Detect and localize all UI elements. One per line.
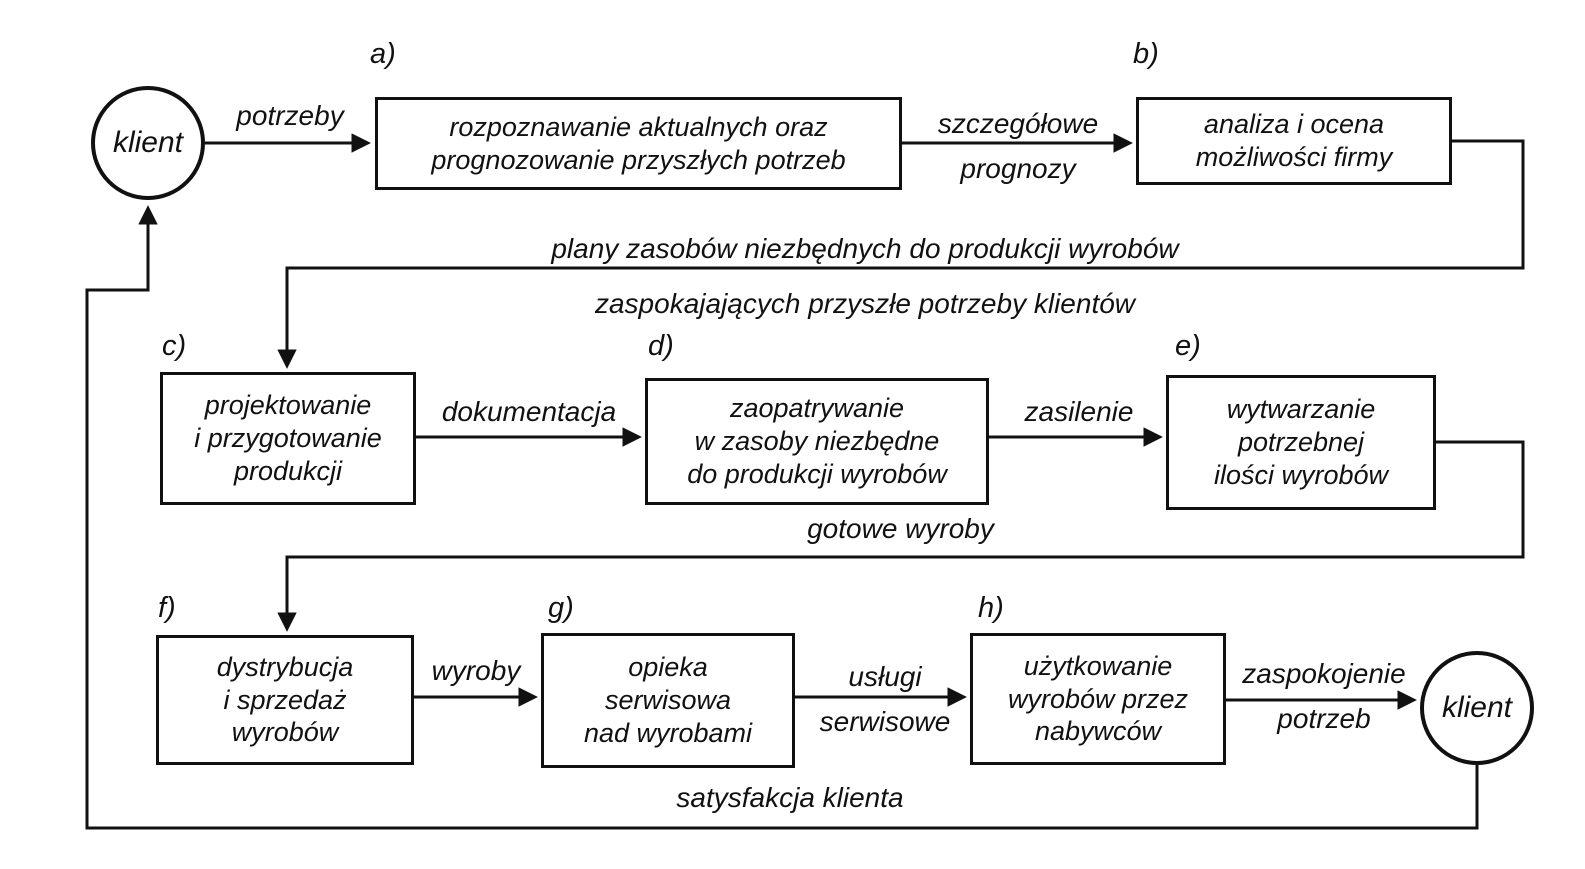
node-b-box: analiza i ocena możliwości firmy [1136,97,1452,185]
edge-label-szczegolowe-line1: szczegółowe [937,108,1099,139]
edge-label-satysfakcja-klienta: satysfakcja klienta [676,782,904,813]
edge-label-wyroby: wyroby [431,655,521,686]
node-b-line2: możliwości firmy [1195,142,1393,172]
node-f-line1: dystrybucja [216,651,354,682]
edge-satysfakcja-line [85,205,1479,830]
tag-d: d) [648,330,674,362]
node-h-line2: wyrobów przez [1007,683,1189,714]
node-e-line1: wytwarzanie [1226,394,1376,425]
tag-b: b) [1133,38,1159,70]
edge-label-zaspokojenie-potrzeb: zaspokojenie potrzeb [1228,652,1420,742]
node-b-line1: analiza i ocena [1203,109,1385,140]
node-a-line1: rozpoznawanie aktualnych oraz [449,111,828,142]
edge-label-szczegolowe-line2: prognozy [960,152,1076,184]
node-c-line1: projektowanie [204,390,372,421]
node-g-line2: serwisowa [604,685,732,716]
node-f-line2: i sprzedaż [223,684,347,715]
edge-label-uslugi-serwisowe: usługi serwisowe [805,655,965,745]
node-client-left: klient [91,86,205,200]
tag-e: e) [1175,330,1201,362]
node-a-line2: prognozowanie przyszłych potrzeb [431,144,846,175]
edge-label-zasilenie: zasilenie [1024,396,1134,427]
node-h-line1: użytkowanie [1023,650,1173,681]
edge-plany-zasobow-line [277,139,1525,369]
node-d-box: zaopatrywanie w zasoby niezbędne do prod… [645,378,989,505]
tag-a: a) [370,38,396,70]
node-c-line3: produkcji [233,455,343,486]
edge-label-uslugi-line1: usługi [848,661,922,692]
edge-label-zaspokojenie-line1: zaspokojenie [1242,658,1406,689]
node-a-box: rozpoznawanie aktualnych oraz prognozowa… [375,97,902,190]
edge-gotowe-wyroby-line [277,440,1525,632]
node-client-right: klient [1420,651,1534,765]
edge-label-plany-zasobow: plany zasobów niezbędnych do produkcji w… [400,222,1330,331]
node-d-line2: w zasoby niezbędne [694,426,940,457]
node-f-box: dystrybucja i sprzedaż wyrobów [156,635,414,765]
edge-label-zaspokojenie-line2: potrzeb [1277,702,1371,734]
node-client-left-label: klient [112,126,184,159]
node-e-box: wytwarzanie potrzebnej ilości wyrobów [1166,375,1436,510]
edge-label-gotowe-wyroby: gotowe wyroby [807,513,994,544]
edge-label-plany-line2: zaspokajających przyszłe potrzeby klient… [594,287,1136,319]
tag-f: f) [158,592,176,624]
edge-label-plany-line1: plany zasobów niezbędnych do produkcji w… [551,233,1179,264]
node-g-line3: nad wyrobami [583,717,753,748]
node-c-line2: i przygotowanie [194,423,382,454]
edge-label-dokumentacja: dokumentacja [441,396,617,427]
tag-c: c) [162,330,187,362]
tag-h: h) [978,592,1004,624]
node-d-line1: zaopatrywanie [729,393,905,424]
tag-g: g) [548,592,574,624]
node-g-line1: opieka [628,652,708,683]
edge-label-szczegolowe-prognozy: szczegółowe prognozy [912,102,1124,192]
node-f-line3: wyrobów [231,717,339,748]
node-e-line3: ilości wyrobów [1213,459,1389,490]
node-c-box: projektowanie i przygotowanie produkcji [160,372,416,505]
edge-label-potrzeby: potrzeby [236,100,344,131]
node-d-line3: do produkcji wyrobów [687,458,947,489]
node-g-box: opieka serwisowa nad wyrobami [541,633,795,768]
node-e-line2: potrzebnej [1237,427,1365,458]
node-h-line3: nabywców [1034,716,1162,747]
node-h-box: użytkowanie wyrobów przez nabywców [970,633,1226,765]
edge-label-uslugi-line2: serwisowe [819,705,951,737]
node-client-right-label: klient [1441,691,1513,724]
